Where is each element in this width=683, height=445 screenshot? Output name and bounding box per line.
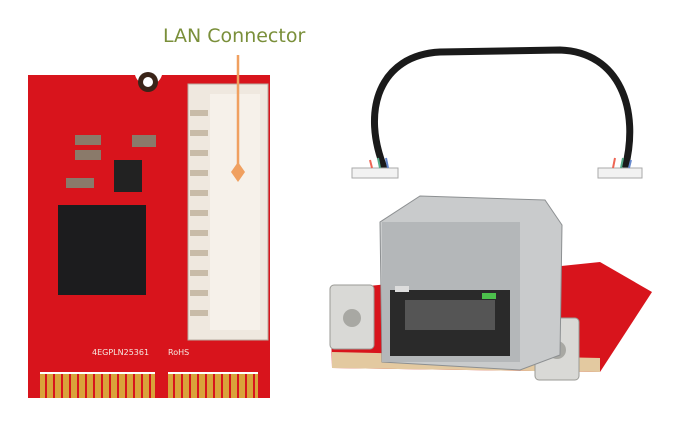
ethernet-controller-chip [58, 205, 146, 295]
m2-lan-card: 4EGPLN25361 RoHS [28, 72, 270, 398]
rohs-text: RoHS [168, 348, 189, 357]
lan-connector-label: LAN Connector [163, 25, 306, 47]
lan-cable [351, 46, 643, 179]
board-id-text: 4EGPLN25361 [92, 348, 149, 357]
rj45-module [329, 195, 652, 381]
annotation-arrow-head [231, 162, 245, 182]
